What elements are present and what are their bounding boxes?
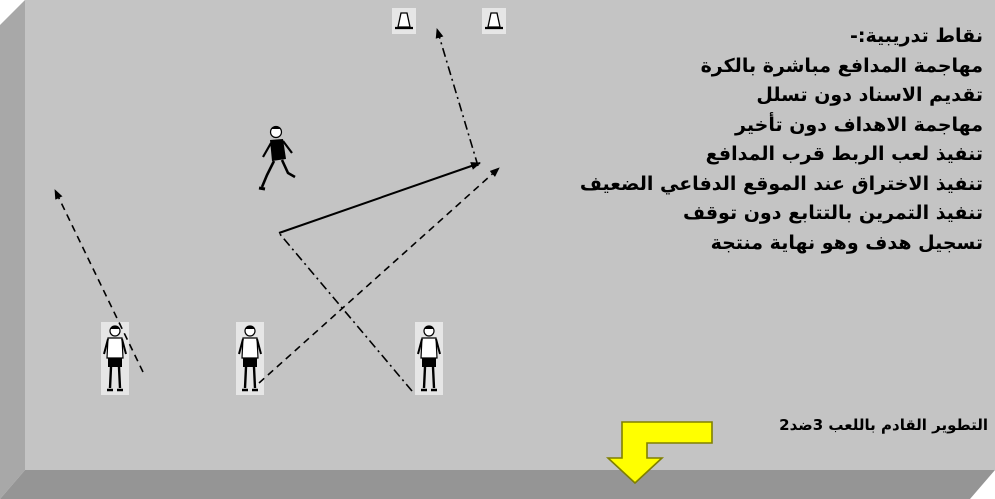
training-point: تقديم الاسناد دون تسلل <box>756 84 983 106</box>
pass-arrow <box>278 162 481 234</box>
training-point: تنفيذ التمرين بالتتابع دون توقف <box>682 202 983 224</box>
development-note: التطوير القادم باللعب 3ضد2 <box>779 416 988 434</box>
down-elbow-arrow-icon <box>605 421 713 485</box>
field-bottom-side <box>0 470 995 499</box>
running-player-icon <box>257 123 297 193</box>
training-point: مهاجمة الاهداف دون تأخير <box>735 113 983 136</box>
run-arrow-middle <box>258 167 500 384</box>
player-left-icon <box>99 320 131 397</box>
field-top-surface <box>25 0 995 470</box>
player-right-icon <box>413 320 445 397</box>
dribble-line-right <box>278 232 413 392</box>
training-points-title: نقاط تدريبية:- <box>850 25 983 47</box>
run-arrow-left <box>54 189 144 373</box>
training-point: تسجيل هدف وهو نهاية منتجة <box>710 231 983 254</box>
field-left-side <box>0 0 25 499</box>
player-middle-icon <box>234 320 266 397</box>
training-point: تنفيذ لعب الربط قرب المدافع <box>705 143 983 165</box>
training-point: تنفيذ الاختراق عند الموقع الدفاعي الضعيف <box>579 172 983 195</box>
training-point: مهاجمة المدافع مباشرة بالكرة <box>700 54 983 77</box>
cone-left-icon <box>390 6 418 36</box>
training-points: نقاط تدريبية:- مهاجمة المدافع مباشرة بال… <box>443 22 983 258</box>
dribble-arrow-goal <box>435 28 479 167</box>
